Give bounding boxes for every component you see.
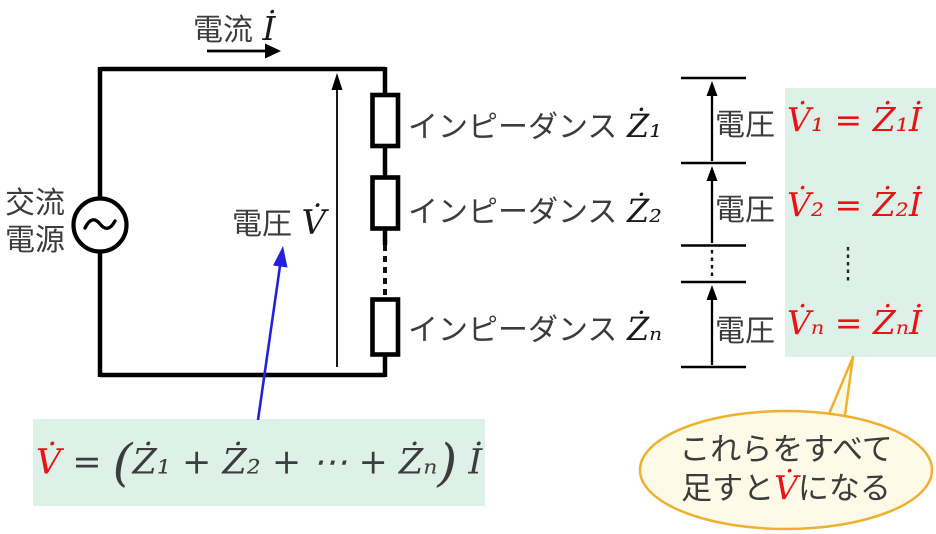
branch-voltage-label-2: 電圧 — [715, 193, 775, 228]
impedance-label-1: インピーダンス Ż₁ — [408, 107, 662, 145]
bubble-line-2: 足すとV̇になる — [681, 468, 891, 507]
voltage-main-label: 電圧 V̇ — [232, 203, 327, 243]
impedance-symbol-1: Ż₁ — [626, 107, 662, 145]
resistor-n — [370, 297, 401, 357]
voltage-arrow — [331, 73, 343, 367]
bubble-voltage-symbol: V̇ — [774, 468, 798, 507]
impedance-symbol-n: Żₙ — [626, 310, 663, 348]
current-label: 電流 İ — [193, 9, 276, 48]
branch-formula-2: V̇₂ = Ż₂İ — [787, 185, 922, 224]
sum-formula-lhs: V̇ — [35, 442, 62, 483]
sum-formula-panel: V̇ = (Ż₁ + Ż₂ + ⋯ + Żₙ) İ — [33, 419, 485, 506]
impedance-symbol-2: Ż₂ — [626, 192, 662, 230]
resistor-2 — [370, 175, 401, 231]
resistor-1 — [370, 92, 401, 149]
ac-sine-icon — [83, 218, 117, 230]
branch-voltage-label-n: 電圧 — [715, 314, 775, 349]
ac-source-label: 交流電源 — [5, 186, 65, 258]
voltage-main-symbol: V̇ — [301, 203, 327, 243]
branch-formula-1: V̇₁ = Ż₁İ — [787, 100, 922, 139]
current-symbol: İ — [262, 9, 276, 48]
impedance-label-2: インピーダンス Ż₂ — [408, 192, 662, 230]
impedance-label-n: インピーダンス Żₙ — [408, 310, 663, 348]
branch-formula-panel — [785, 88, 936, 357]
blue-pointer-arrow — [256, 246, 288, 421]
sum-formula: V̇ = (Ż₁ + Ż₂ + ⋯ + Żₙ) İ — [35, 433, 483, 492]
ac-source-symbol — [71, 196, 129, 254]
branch-formula-n: V̇ₙ = Żₙİ — [787, 303, 923, 342]
branch-voltage-label-1: 電圧 — [715, 108, 775, 143]
